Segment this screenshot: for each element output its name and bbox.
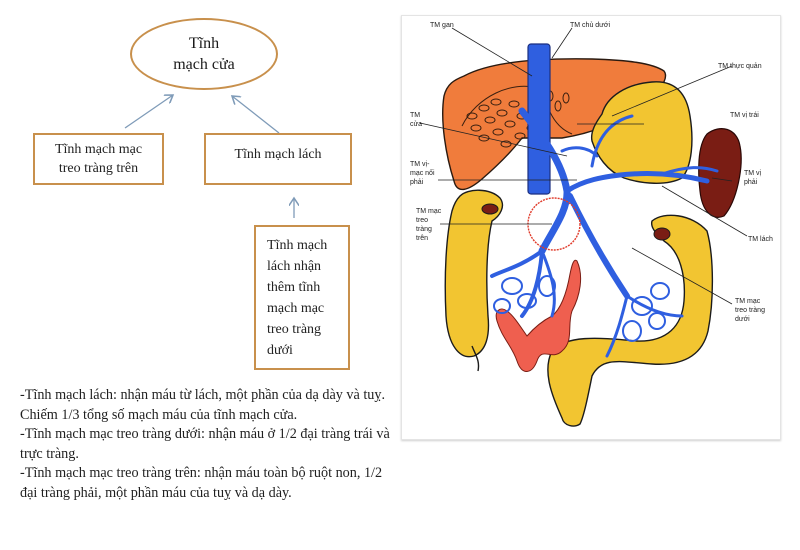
- superior-mesenteric-vein-node: Tĩnh mạch mạc treo tràng trên: [33, 133, 164, 185]
- label-imv-1: TM mạc: [735, 298, 761, 305]
- splenic-label: Tĩnh mạch lách: [234, 147, 322, 162]
- explanatory-notes: -Tĩnh mạch lách: nhận máu từ lách, một p…: [20, 386, 400, 504]
- ascending-colon-lumen: [481, 203, 499, 215]
- label-gastroepiploic-3: phải: [410, 179, 424, 186]
- arrow-splenic-to-portal: [232, 96, 280, 134]
- label-smv-1: TM mạc: [416, 208, 442, 215]
- label-gastroepiploic-1: TM vị-: [410, 161, 430, 168]
- label-portal-vein-1: TM: [410, 112, 420, 119]
- label-right-gastric-2: phải: [744, 179, 758, 186]
- mesenteric-arcades: [493, 275, 670, 342]
- portal-vein-node: Tĩnh mạch cửa: [130, 18, 278, 90]
- note-inferior-mesenteric: -Tĩnh mạch mạc treo tràng dưới: nhận máu…: [20, 426, 390, 462]
- label-smv-3: tràng: [416, 226, 432, 233]
- spleen-shape: [698, 128, 742, 218]
- label-ivc: TM chủ dưới: [570, 21, 610, 29]
- label-right-gastric-1: TM vị: [744, 170, 762, 177]
- label-hepatic-vein: TM gan: [430, 22, 454, 29]
- label-gastroepiploic-2: mạc nối: [410, 168, 435, 177]
- portal-vein-label-line2: mạch cửa: [173, 56, 235, 73]
- label-smv-2: treo: [416, 217, 428, 224]
- imv-label-line: treo tràng: [267, 322, 322, 337]
- anatomy-drawing: TM gan TM chủ dưới TM thực quản TM cửa T…: [410, 21, 773, 427]
- note-splenic: -Tĩnh mạch lách: nhận máu từ lách, một p…: [20, 387, 386, 423]
- imv-label-line: Tĩnh mạch: [267, 238, 328, 253]
- imv-label-line: lách nhận: [267, 259, 322, 274]
- label-portal-vein-2: cửa: [410, 120, 422, 128]
- label-imv-3: dưới: [735, 316, 750, 323]
- small-intestine: [495, 259, 582, 372]
- portal-vein-label-line1: Tĩnh: [188, 35, 220, 52]
- label-splenic-vein: TM lách: [748, 236, 773, 243]
- splenic-vein-node: Tĩnh mạch lách: [204, 133, 352, 185]
- label-smv-4: trên: [416, 235, 428, 242]
- leader-lines: [419, 27, 748, 305]
- label-left-gastric: TM vị trái: [730, 112, 759, 119]
- imv-label-line: mạch mạc: [267, 301, 325, 316]
- imv-label-line: dưới: [267, 343, 293, 358]
- descending-colon-lumen: [653, 227, 671, 241]
- imv-label-line: thêm tĩnh: [267, 280, 321, 295]
- label-esophageal-vein: TM thực quản: [718, 63, 762, 70]
- appendix: [471, 345, 480, 372]
- smv-label-line2: treo tràng trên: [58, 161, 139, 176]
- descending-colon: [547, 214, 714, 427]
- arrow-smv-to-portal: [124, 95, 173, 129]
- portal-venous-system-illustration: TM gan TM chủ dưới TM thực quản TM cửa T…: [401, 15, 781, 440]
- ascending-colon: [444, 189, 504, 358]
- note-superior-mesenteric: -Tĩnh mạch mạc treo tràng trên: nhận máu…: [20, 465, 383, 501]
- inferior-mesenteric-vein-node: Tĩnh mạch lách nhận thêm tĩnh mạch mạc t…: [254, 225, 350, 370]
- label-imv-2: treo tràng: [735, 307, 765, 314]
- portal-vein-branches: [490, 107, 719, 358]
- smv-label-line1: Tĩnh mạch mạc: [54, 142, 143, 157]
